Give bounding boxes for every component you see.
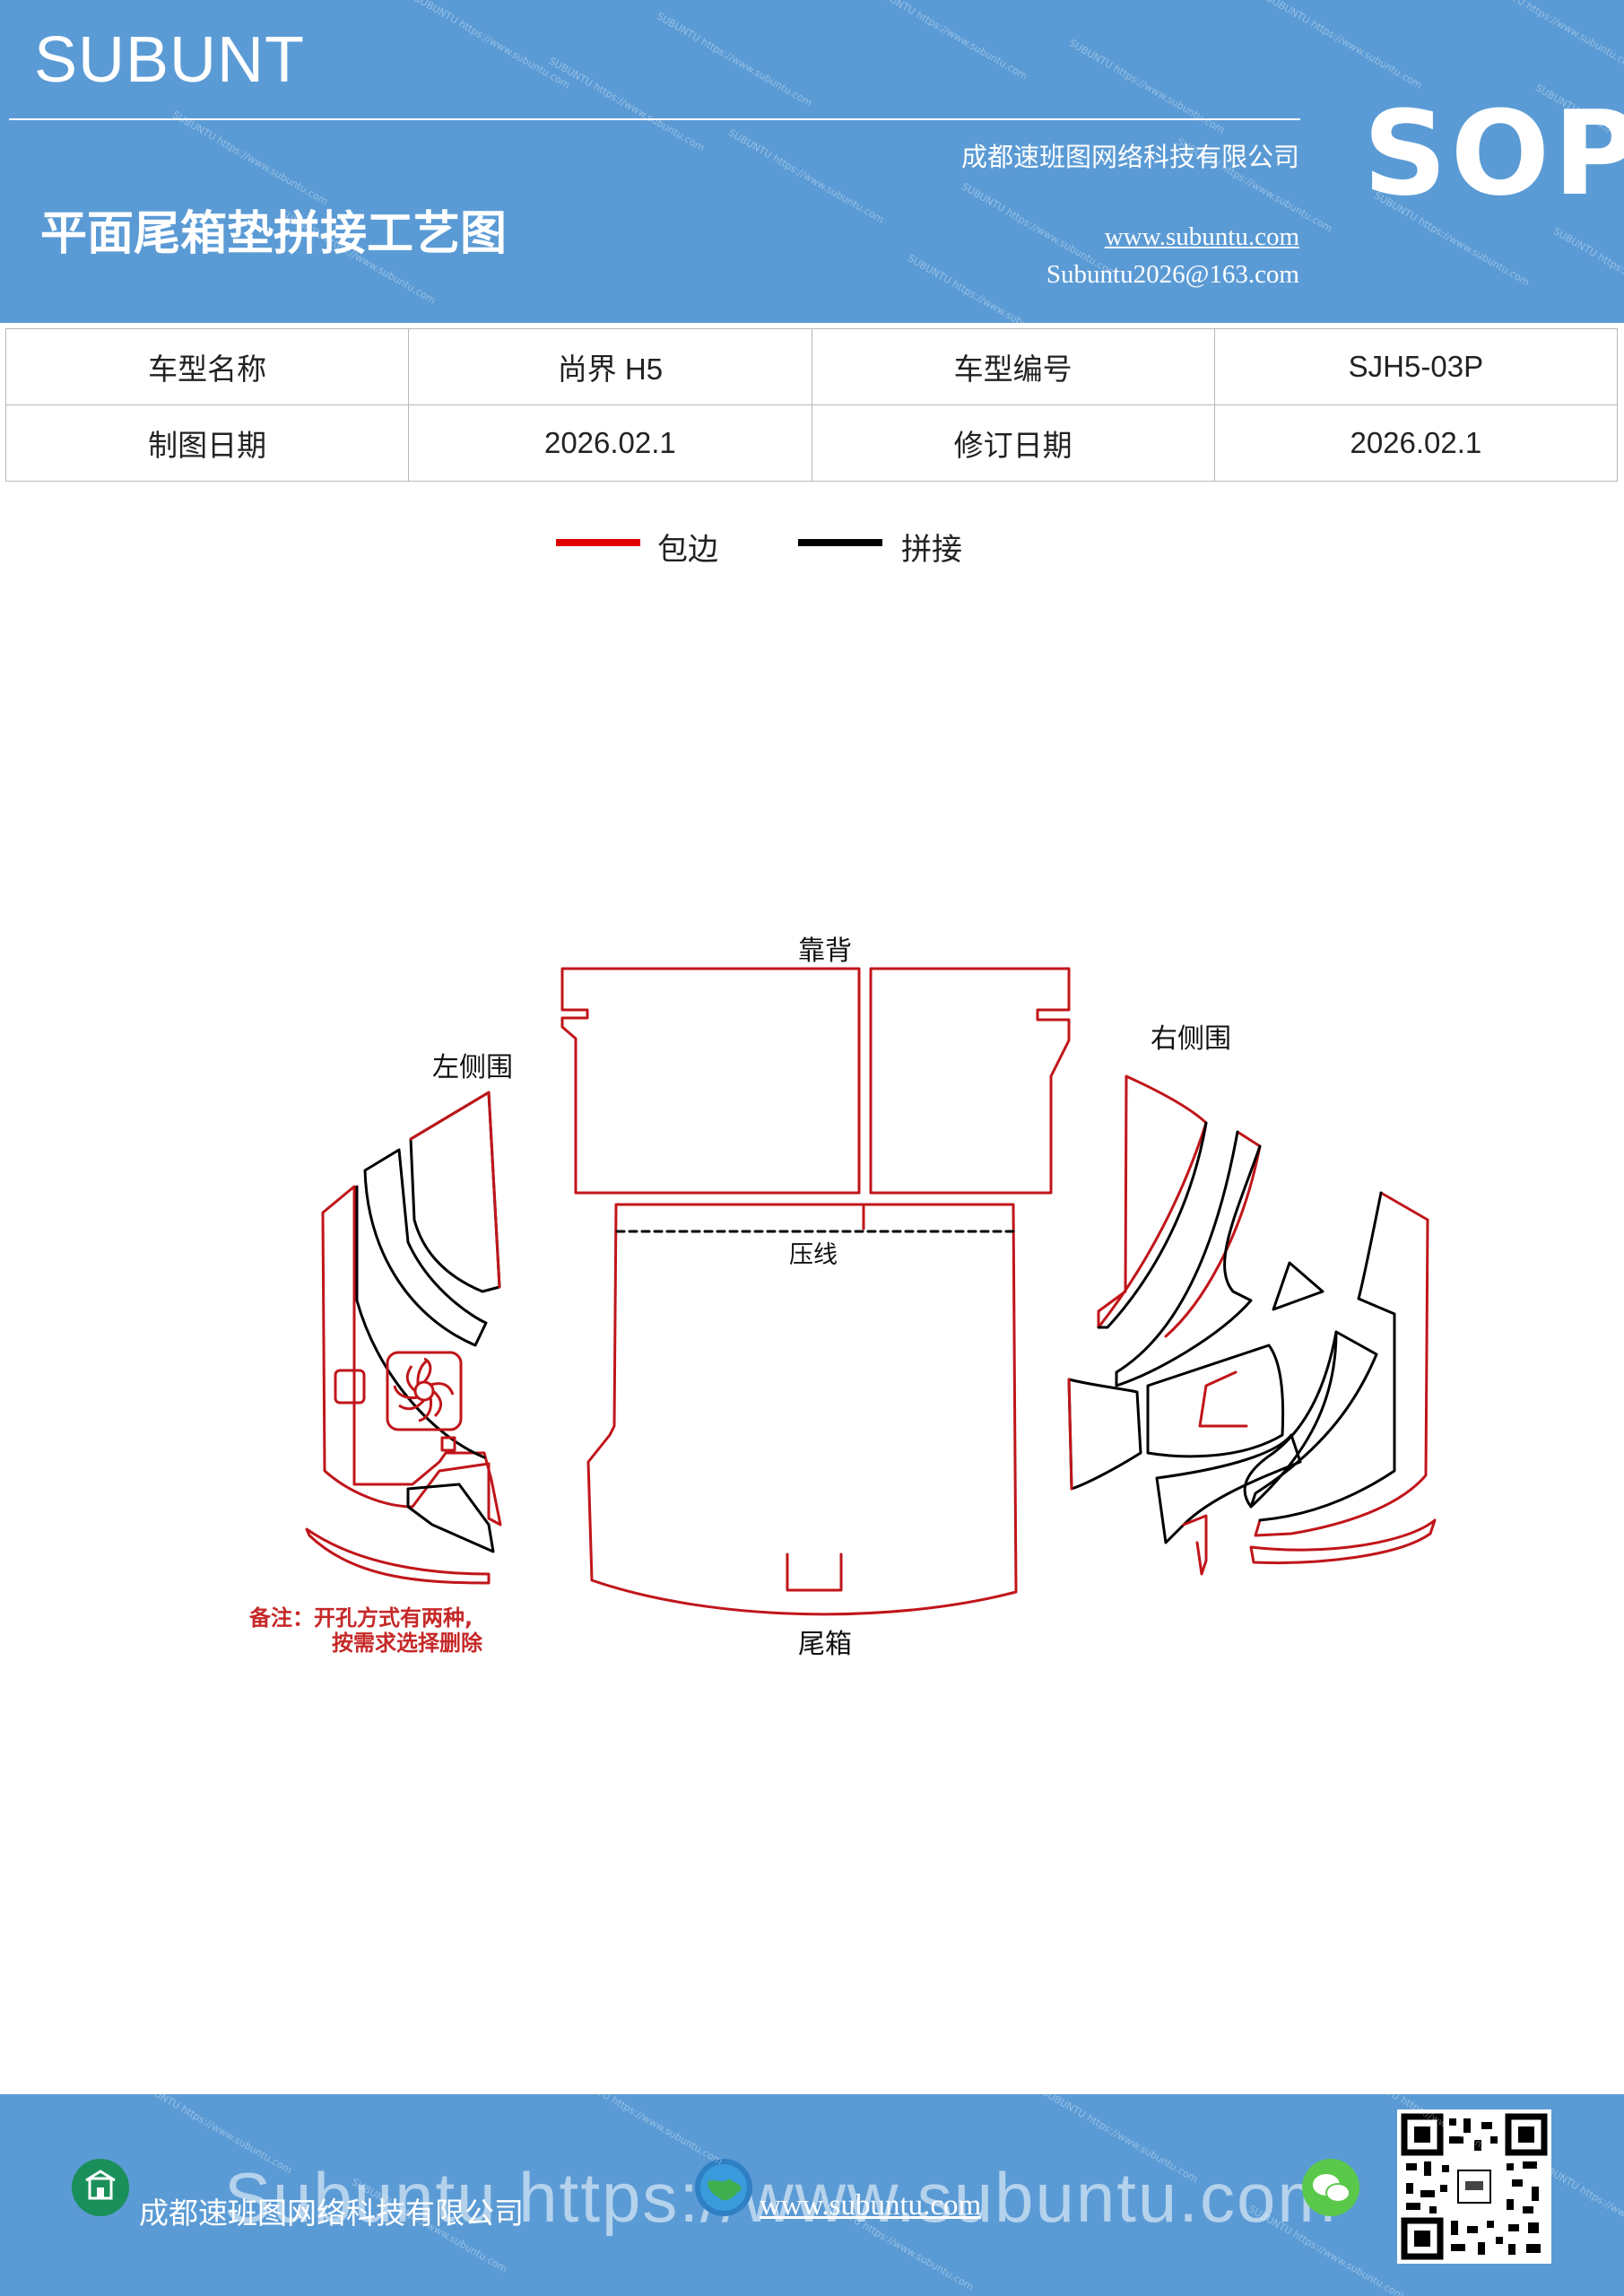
table-cell: 修订日期 [811,404,1215,482]
left-side-seam-2 [363,1148,488,1347]
backrest-left-panel [560,967,861,1195]
legend-swatch-edge [556,539,640,546]
watermark-text: SUBUNTU https://www.subuntu.com [135,2094,294,2177]
legend-label-seam: 拼接 [901,532,962,568]
legend-swatch-seam [798,539,882,546]
header-divider [9,118,1300,120]
building-icon [72,2159,129,2216]
globe-icon [695,2159,752,2216]
label-backrest: 靠背 [798,935,852,967]
left-side-outer-edge [409,1091,501,1289]
table-cell: SJH5-03P [1213,328,1619,405]
table-row: 制图日期 2026.02.1 修订日期 2026.02.1 [4,404,1619,482]
footer-website-link[interactable]: www.subuntu.com [760,2189,982,2222]
right-side-lower-edge [1182,1514,1208,1576]
right-side-front-panel [1097,1074,1208,1329]
right-side-lower-panel [1155,1433,1302,1544]
right-side-mid-seam [1115,1130,1262,1387]
table-cell: 车型编号 [811,328,1215,405]
left-side-seam-3 [409,1091,501,1293]
left-side-small-hole [334,1369,366,1405]
left-side-main-panel [321,1185,502,1526]
left-side-triangle-piece [406,1483,495,1553]
trunk-floor-notch [786,1552,843,1592]
footer-company-name: 成都速班图网络科技有限公司 [139,2196,524,2231]
table-row: 车型名称 尚界 H5 车型编号 SJH5-03P [4,328,1619,405]
right-side-inner-seam-1 [1249,1330,1378,1509]
brand-name: SUBUNT [34,24,306,96]
table-cell: 尚界 H5 [408,328,812,405]
right-side-left-panel [1067,1378,1142,1491]
footer-watermark-banner: Subuntu https://www.subuntu.com [224,2158,1338,2237]
table-cell: 制图日期 [4,404,410,482]
vent-fan-icon [393,1357,455,1422]
right-side-inner-seam-2 [1243,1330,1338,1509]
label-left-side: 左侧围 [432,1052,513,1083]
company-name: 成都速班图网络科技有限公司 [960,142,1299,172]
right-side-center-panel [1146,1344,1285,1458]
label-trunk: 尾箱 [798,1629,852,1660]
note-line-2: 按需求选择删除 [332,1631,483,1656]
trunk-floor-panel [586,1203,1018,1616]
wechat-icon [1302,2159,1359,2216]
right-side-bottom-piece [1249,1518,1437,1565]
right-side-outer-seam [1258,1191,1396,1522]
right-side-outer-panel [1254,1191,1429,1537]
note-line-1: 备注：开孔方式有两种, [248,1605,473,1631]
left-side-vent-frame [386,1351,463,1431]
right-side-mid-panel [1164,1130,1262,1338]
footer-banner: Subuntu https://www.subuntu.com 成都速班图网络科… [0,2094,1624,2296]
left-side-seam-1 [355,1185,486,1459]
legend-label-edge: 包边 [657,532,718,568]
left-side-bottom-piece [305,1527,491,1585]
header-banner: SUBUNT 成都速班图网络科技有限公司 平面尾箱垫拼接工艺图 www.subu… [0,0,1624,323]
sop-badge: SOP [1363,85,1624,222]
legend: 包边 拼接 [0,525,1624,578]
backrest-right-panel [869,967,1071,1195]
table-cell: 车型名称 [4,328,410,405]
table-cell: 2026.02.1 [408,404,812,482]
right-side-upper-seam [1097,1121,1208,1329]
email-address: Subuntu2026@163.com [1046,260,1299,289]
website-link[interactable]: www.subuntu.com [1104,222,1299,251]
left-side-tiny-hole [440,1436,456,1452]
right-side-small-triangle [1272,1261,1324,1311]
label-right-side: 右侧围 [1151,1023,1231,1055]
label-crease: 压线 [789,1241,838,1269]
qr-code-icon [1397,2109,1551,2264]
right-side-cutout [1198,1370,1248,1428]
right-side-left-edge [1067,1378,1073,1491]
trunk-mat-diagram: 靠背 左侧围 右侧围 压线 尾箱 备注：开孔方式有两种, 按需求选择删除 [248,935,1437,1660]
document-title: 平面尾箱垫拼接工艺图 [40,207,508,261]
vehicle-info-table: 车型名称 尚界 H5 车型编号 SJH5-03P 制图日期 2026.02.1 … [4,328,1619,482]
table-cell: 2026.02.1 [1213,404,1619,482]
